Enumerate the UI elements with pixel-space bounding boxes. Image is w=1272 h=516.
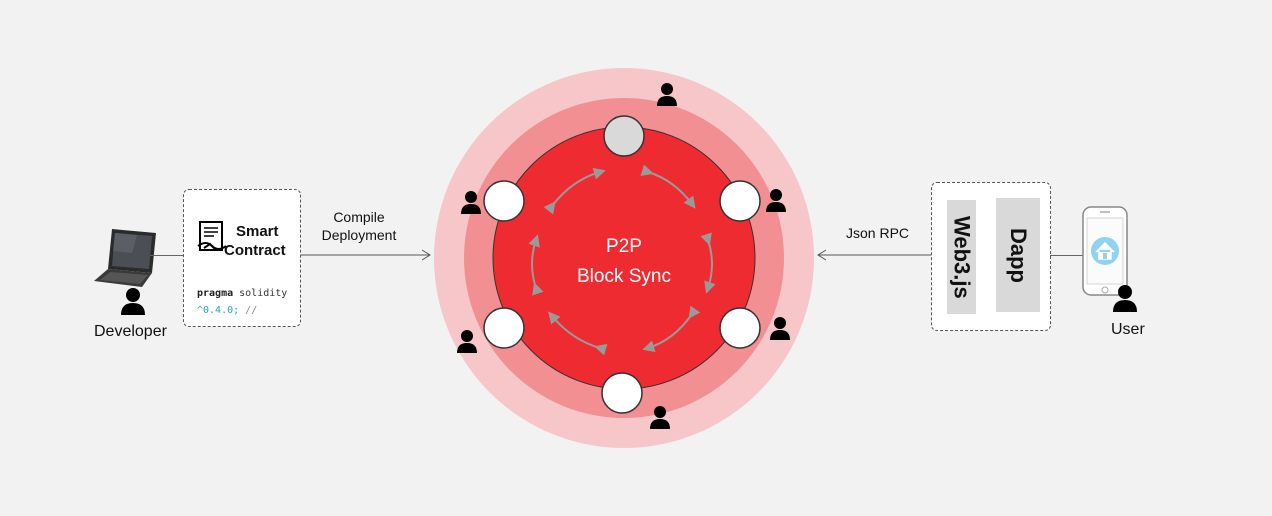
sync-arrow — [700, 232, 716, 294]
deployment-label: Deployment — [321, 227, 397, 243]
contract-document-icon — [197, 221, 227, 251]
network-title-line1: P2P — [606, 236, 642, 257]
developer-person-icon — [121, 288, 145, 315]
compile-label: Compile — [333, 209, 385, 225]
deploy-arrow — [300, 249, 431, 261]
developer-label: Developer — [94, 323, 167, 340]
sync-arrow — [548, 311, 608, 356]
web3js-block: Web3.js — [947, 200, 976, 314]
user-person-icon — [1113, 285, 1137, 312]
contract-title-line2: Contract — [224, 242, 286, 259]
sync-arrow — [528, 234, 544, 296]
developer-group: Developer — [84, 215, 194, 345]
home-app-icon — [1091, 237, 1119, 265]
node-upper-right — [719, 180, 761, 222]
smart-contract-box: Smart Contract pragma solidity ^0.4.0; /… — [183, 189, 301, 327]
node-lower-right — [719, 307, 761, 349]
sync-arrow — [640, 164, 696, 209]
node-lower-left — [483, 307, 525, 349]
node-upper-left — [483, 180, 525, 222]
smartphone-icon — [1082, 206, 1128, 296]
connector-line — [150, 255, 184, 256]
compile-deployment-label: Compile Deployment — [300, 208, 418, 244]
network-title-line2: Block Sync — [577, 266, 671, 287]
p2p-network — [434, 68, 814, 448]
laptop-icon — [94, 229, 156, 287]
json-rpc-arrow — [817, 249, 932, 261]
sync-arrow — [543, 167, 606, 215]
person-icon — [657, 83, 677, 106]
network-title: P2P Block Sync — [534, 232, 714, 292]
contract-title-line1: Smart — [236, 223, 279, 240]
json-rpc-label: Json RPC — [846, 225, 910, 241]
person-icon — [457, 330, 477, 353]
code-comment: // — [239, 305, 258, 316]
person-icon — [650, 406, 670, 429]
code-keyword: pragma — [197, 288, 234, 299]
contract-code: pragma solidity ^0.4.0; // — [197, 285, 287, 319]
node-bottom — [601, 372, 643, 414]
connector-line — [1050, 255, 1084, 256]
code-text: solidity — [233, 288, 288, 299]
client-box: Web3.js Dapp — [931, 182, 1051, 331]
user-label: User — [1111, 321, 1145, 338]
person-icon — [766, 189, 786, 212]
contract-title: Smart Contract — [224, 222, 286, 260]
person-icon — [461, 191, 481, 214]
dapp-block: Dapp — [996, 198, 1040, 312]
code-version: ^0.4.0; — [197, 305, 240, 316]
sync-arrow — [642, 305, 701, 352]
person-icon — [770, 317, 790, 340]
sync-arrows — [528, 164, 716, 356]
node-top — [603, 115, 645, 157]
